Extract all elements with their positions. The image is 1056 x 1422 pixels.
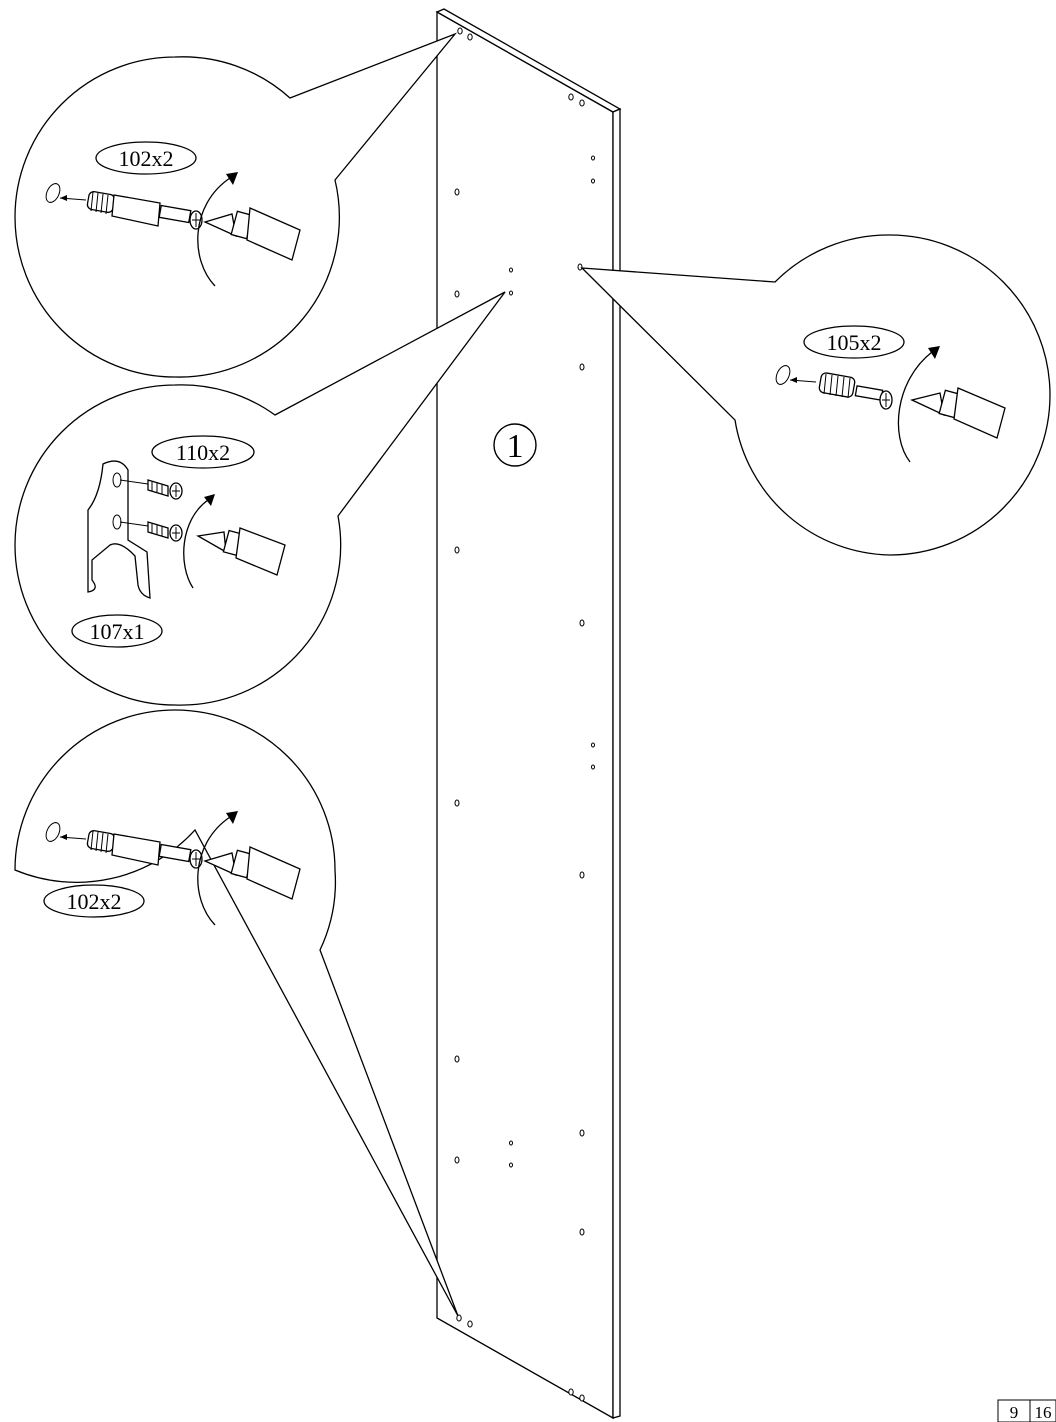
cam-bolt-quantity-label: 102x2 bbox=[119, 146, 174, 171]
page-number-total: 16 bbox=[1035, 1403, 1052, 1422]
cam-bolt-quantity-label: 102x2 bbox=[67, 889, 122, 914]
panel-holes bbox=[454, 27, 595, 1402]
screwdriver-icon bbox=[203, 846, 301, 900]
screwdriver-icon bbox=[203, 207, 301, 261]
dowel-bolt-part bbox=[818, 372, 893, 410]
wood-screw-part bbox=[119, 479, 183, 500]
dowel-bolt-quantity-label: 105x2 bbox=[827, 330, 882, 355]
part-number-text: 1 bbox=[507, 428, 524, 465]
page-indicator: 9 16 bbox=[997, 1399, 1056, 1422]
callout-hook-bracket: 110x2 107x1 bbox=[14, 291, 506, 706]
wood-screw-part bbox=[119, 521, 183, 542]
page-number-current: 9 bbox=[1010, 1403, 1019, 1422]
callout-right: 105x2 bbox=[580, 234, 1051, 556]
side-panel bbox=[435, 8, 622, 1420]
screwdriver-icon bbox=[196, 527, 286, 576]
part-number-badge: 1 bbox=[493, 423, 537, 467]
screwdriver-icon bbox=[910, 387, 1006, 439]
callout-bottom-left: 102x2 bbox=[14, 709, 459, 1317]
cam-bolt-part bbox=[86, 191, 203, 230]
screw-quantity-label: 110x2 bbox=[176, 440, 230, 465]
bracket-quantity-label: 107x1 bbox=[90, 619, 145, 644]
callout-top-left: 102x2 bbox=[14, 32, 458, 378]
cam-bolt-part bbox=[86, 830, 203, 869]
